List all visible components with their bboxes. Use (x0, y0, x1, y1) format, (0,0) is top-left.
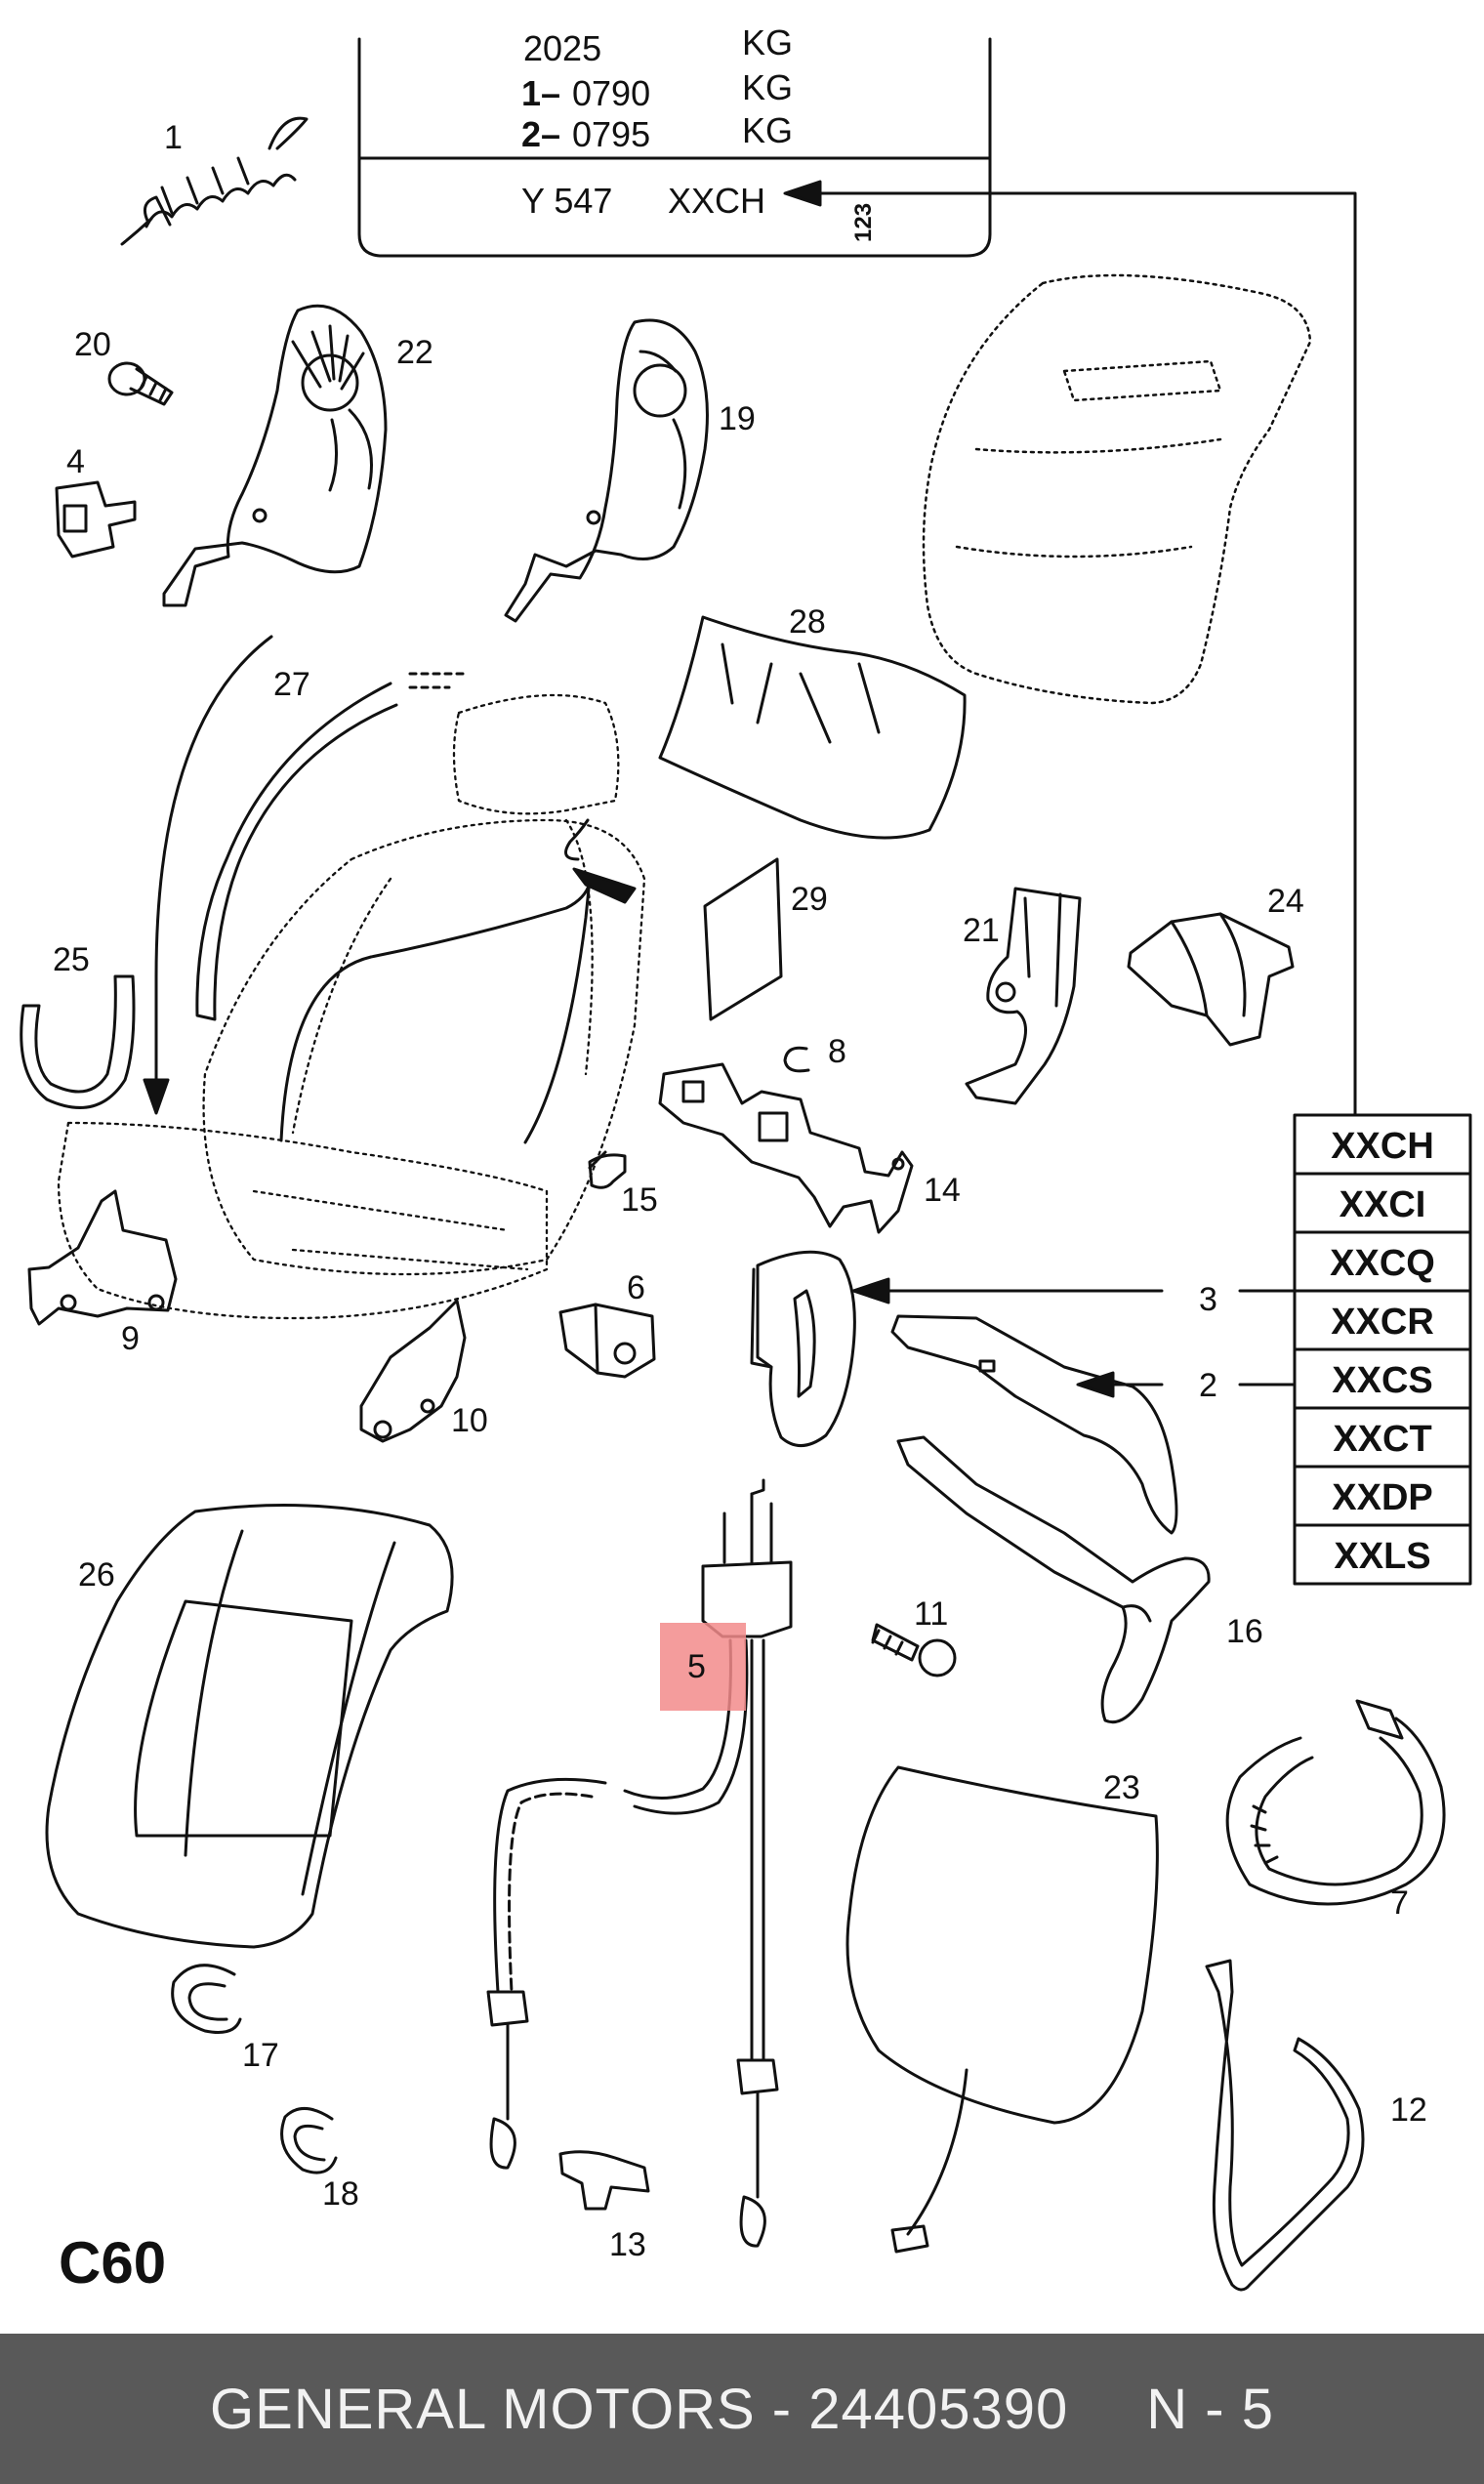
part-25-tube (20, 974, 136, 1109)
footer-bar: GENERAL MOTORS - 24405390 N - 5 (0, 2334, 1484, 2484)
part-19-panel (504, 318, 709, 623)
variant-cell: XXDP (1332, 1477, 1432, 1518)
spec-prefix: 1– (521, 73, 560, 113)
variant-cell: XXCS (1332, 1360, 1432, 1401)
part-17-ring (171, 1964, 242, 2034)
part-3-cover (750, 1250, 856, 1447)
callout-4: 4 (66, 443, 85, 480)
callout-14: 14 (924, 1172, 961, 1209)
callout-11: 11 (914, 1595, 948, 1633)
spec-unit: KG (742, 67, 793, 107)
part-22-panel (162, 304, 388, 607)
part-14-bracket (658, 1062, 914, 1234)
callout-28: 28 (789, 603, 826, 641)
section-code: C60 (59, 2230, 166, 2296)
callout-2: 2 (1199, 1367, 1217, 1404)
callout-15: 15 (621, 1181, 658, 1219)
seat-cable (279, 818, 637, 1144)
part-21-latch (965, 887, 1082, 1105)
footer-part-number: GENERAL MOTORS - 24405390 (210, 2377, 1069, 2441)
variant-cell: XXLS (1334, 1536, 1430, 1577)
part-12-tie (1205, 1959, 1365, 2292)
part-28-bag (658, 615, 967, 840)
callout-1: 1 (164, 119, 183, 156)
callout-13: 13 (609, 2226, 646, 2263)
part-27-rail (195, 672, 471, 1021)
part-6-clip (558, 1303, 656, 1379)
part-16-lever (896, 1435, 1211, 1724)
callout-22: 22 (396, 334, 433, 371)
part-15-pin (588, 1150, 627, 1189)
seat-back-cover (922, 273, 1312, 705)
spec-code: 0790 (572, 73, 650, 113)
callout-19: 19 (719, 400, 756, 437)
part-24-bracket (1127, 912, 1295, 1047)
callout-27: 27 (273, 666, 310, 703)
part-10-hinge (359, 1299, 467, 1443)
callout-17: 17 (242, 2037, 279, 2074)
part-1-spring (120, 116, 309, 246)
variant-cell: XXCQ (1330, 1243, 1435, 1284)
parts-diagram: XXCH XXCI XXCQ XXCR XXCS XXCT XXDP XXLS … (20, 22, 1472, 2296)
spec-prefix: 2– (521, 114, 560, 154)
arrow-2 (1076, 1371, 1295, 1398)
callout-23: 23 (1103, 1769, 1140, 1806)
callout-6: 6 (627, 1269, 645, 1306)
callout-21: 21 (963, 912, 1000, 949)
spec-code: 0795 (572, 114, 650, 154)
spec-code: 2025 (523, 28, 601, 68)
part-13-clip (558, 2150, 650, 2211)
part-4-clip (55, 480, 137, 559)
callout-29: 29 (791, 881, 828, 918)
highlight-box (660, 1623, 746, 1711)
variant-cell: XXCT (1333, 1419, 1431, 1460)
callout-26: 26 (78, 1556, 115, 1594)
part-18-ring (280, 2107, 338, 2174)
variant-leader (783, 180, 1357, 1117)
variant-cell: XXCR (1331, 1302, 1434, 1343)
footer-page: N - 5 (1146, 2377, 1274, 2441)
callout-8: 8 (828, 1033, 846, 1070)
callout-7: 7 (1390, 1884, 1409, 1922)
part-20-screw (107, 361, 174, 406)
arrow-3 (851, 1277, 1295, 1304)
variant-cell: XXCH (1331, 1126, 1434, 1167)
part-9-hinge (27, 1189, 178, 1326)
seat-assembly (57, 693, 646, 1320)
spec-unit: KG (742, 110, 793, 150)
callout-10: 10 (451, 1402, 488, 1439)
callout-5: 5 (687, 1648, 706, 1685)
part-8-ring (783, 1046, 810, 1073)
callout-16: 16 (1226, 1613, 1263, 1650)
callout-20: 20 (74, 326, 111, 363)
callout-9: 9 (121, 1320, 140, 1357)
part-11-screw (871, 1623, 957, 1677)
spec-model: Y 547 (521, 181, 612, 221)
callout-3: 3 (1199, 1281, 1217, 1318)
part-7-strap (1225, 1699, 1446, 1906)
callout-12: 12 (1390, 2091, 1427, 2129)
variant-table (1295, 1172, 1470, 1527)
spec-variant: XXCH (668, 181, 765, 221)
spec-side-marker: 123 (850, 203, 877, 242)
part-23-pad (845, 1765, 1159, 2254)
part-29-sheet (703, 857, 783, 1021)
callout-24: 24 (1267, 883, 1304, 920)
part-2-lever (890, 1314, 1178, 1535)
part-5-harness (486, 1478, 793, 2248)
spec-box (357, 37, 992, 258)
spec-unit: KG (742, 22, 793, 62)
part-26-cushion (45, 1504, 454, 1949)
assembly-arrow (143, 635, 273, 1115)
variant-cell: XXCI (1340, 1184, 1426, 1225)
callout-18: 18 (322, 2175, 359, 2213)
callout-25: 25 (53, 941, 90, 978)
